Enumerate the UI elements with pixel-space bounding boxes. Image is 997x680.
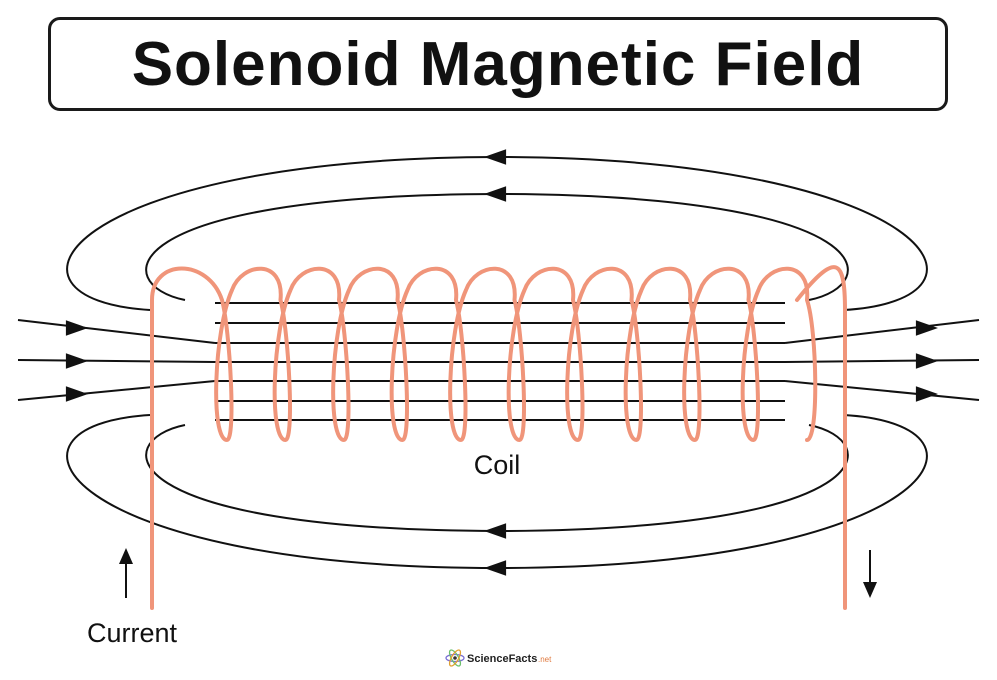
current-down-arrow	[863, 550, 877, 598]
inner-field-loop-top	[145, 192, 849, 301]
arrow-exiting-3	[915, 386, 938, 402]
entering-field-line	[17, 359, 216, 363]
current-label: Current	[87, 618, 178, 648]
arrow-entering-3	[65, 386, 88, 402]
coil-label: Coil	[474, 450, 521, 480]
page-title: Solenoid Magnetic Field	[131, 29, 865, 99]
arrow-outer-top	[484, 149, 507, 165]
outer-field-loop-top	[66, 155, 928, 311]
field-arrows	[65, 149, 938, 576]
entering-field-line	[17, 380, 216, 401]
exiting-field-line	[784, 319, 980, 344]
exiting-field-line	[784, 359, 980, 363]
arrow-entering-1	[65, 320, 88, 336]
arrow-inner-bottom	[484, 523, 507, 539]
current-up-arrow	[119, 548, 133, 598]
field-lines	[17, 155, 980, 570]
logo-suffix: .net	[538, 655, 552, 664]
arrow-exiting-1	[915, 320, 938, 336]
arrow-inner-top	[484, 186, 507, 202]
logo-name: ScienceFacts	[467, 653, 537, 665]
arrow-exiting-2	[915, 353, 938, 369]
arrow-entering-2	[65, 353, 88, 369]
outer-field-loop-bottom	[66, 414, 928, 570]
coil-wire	[150, 265, 847, 610]
atom-icon	[445, 649, 465, 667]
arrow-outer-bottom	[484, 560, 507, 576]
sciencefacts-logo: ScienceFacts .net	[445, 649, 552, 667]
solenoid-coil	[150, 265, 847, 610]
exiting-field-line	[784, 380, 980, 401]
title-box: Solenoid Magnetic Field	[48, 17, 948, 111]
entering-field-line	[17, 319, 216, 344]
